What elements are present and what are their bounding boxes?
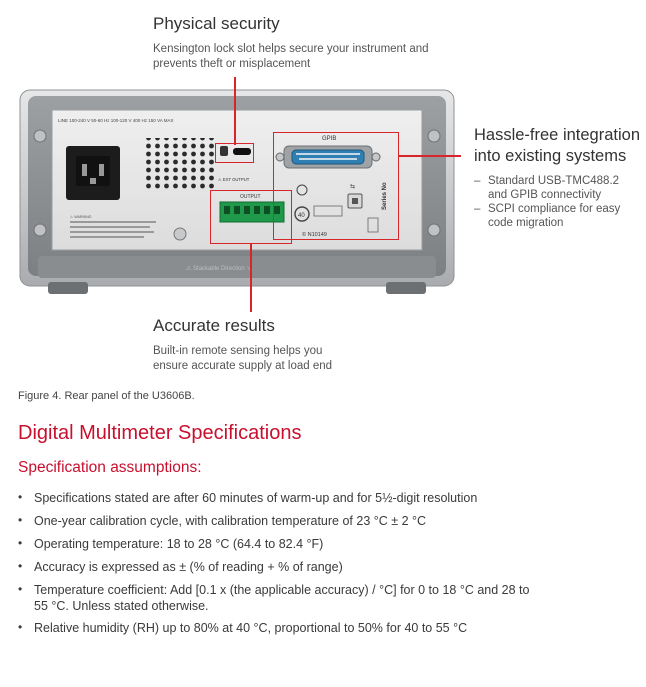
accurate-callout-line — [250, 244, 252, 312]
integration-title: Hassle-free integration into existing sy… — [474, 126, 640, 165]
security-callout-box — [215, 143, 254, 163]
integration-callout-line — [399, 155, 461, 157]
bullet-dot: • — [18, 620, 23, 634]
physical-security-body: Kensington lock slot helps secure your i… — [153, 43, 429, 70]
gpib-label: GPIB — [322, 136, 336, 142]
integration-callout-box — [273, 132, 399, 240]
integration-list: – Standard USB-TMC488.2 and GPIB connect… — [474, 174, 644, 230]
svg-text:⇆: ⇆ — [350, 183, 355, 190]
integration-item: – Standard USB-TMC488.2 and GPIB connect… — [474, 175, 620, 201]
accurate-results-body: Built-in remote sensing helps you ensure… — [153, 345, 333, 372]
list-item: Accuracy is expressed as ± (% of reading… — [34, 560, 343, 574]
n10149-label: N10149 — [308, 232, 327, 238]
security-callout-line — [234, 77, 236, 145]
section-title: Digital Multimeter Specifications — [18, 422, 302, 444]
accurate-callout-box — [210, 190, 292, 244]
bullet-dot: • — [18, 559, 23, 573]
rear-panel-photo: LINE 100-240 V 50-60 Hz 100-120 V 400 Hz… — [19, 89, 455, 294]
stackable-label: Stackable Direction — [193, 266, 245, 272]
svg-text:© N10149: © N10149 — [302, 231, 327, 238]
line-rating-label: LINE 100-240 V 50-60 Hz 100-120 V 400 Hz… — [58, 118, 174, 123]
list-item: Operating temperature: 18 to 28 °C (64.4… — [34, 537, 324, 551]
figure-caption: Figure 4. Rear panel of the U3606B. — [18, 390, 195, 402]
list-item: Specifications stated are after 60 minut… — [34, 491, 478, 505]
accurate-results-title: Accurate results — [153, 316, 275, 335]
svg-text:⚠ EXT OUTPUT: ⚠ EXT OUTPUT — [218, 177, 250, 182]
svg-text:⚠ Stackable Direction ↘: ⚠ Stackable Direction ↘ — [186, 265, 251, 272]
bullet-dot: • — [18, 513, 23, 527]
bullet-dot: • — [18, 490, 23, 504]
list-item: Temperature coefficient: Add [0.1 x (the… — [34, 583, 530, 613]
series-no-label: Series No — [382, 182, 388, 210]
svg-text:⚠ WARNING: ⚠ WARNING — [70, 215, 92, 219]
physical-security-title: Physical security — [153, 14, 280, 33]
bullet-dot: • — [18, 582, 23, 596]
output-label: OUTPUT — [240, 194, 261, 200]
integration-item: – SCPI compliance for easy code migratio… — [474, 203, 621, 229]
subsection-title: Specification assumptions: — [18, 459, 202, 476]
list-item: One-year calibration cycle, with calibra… — [34, 514, 427, 528]
list-item: Relative humidity (RH) up to 80% at 40 °… — [34, 621, 468, 635]
bullet-dot: • — [18, 536, 23, 550]
svg-text:40: 40 — [298, 213, 305, 219]
